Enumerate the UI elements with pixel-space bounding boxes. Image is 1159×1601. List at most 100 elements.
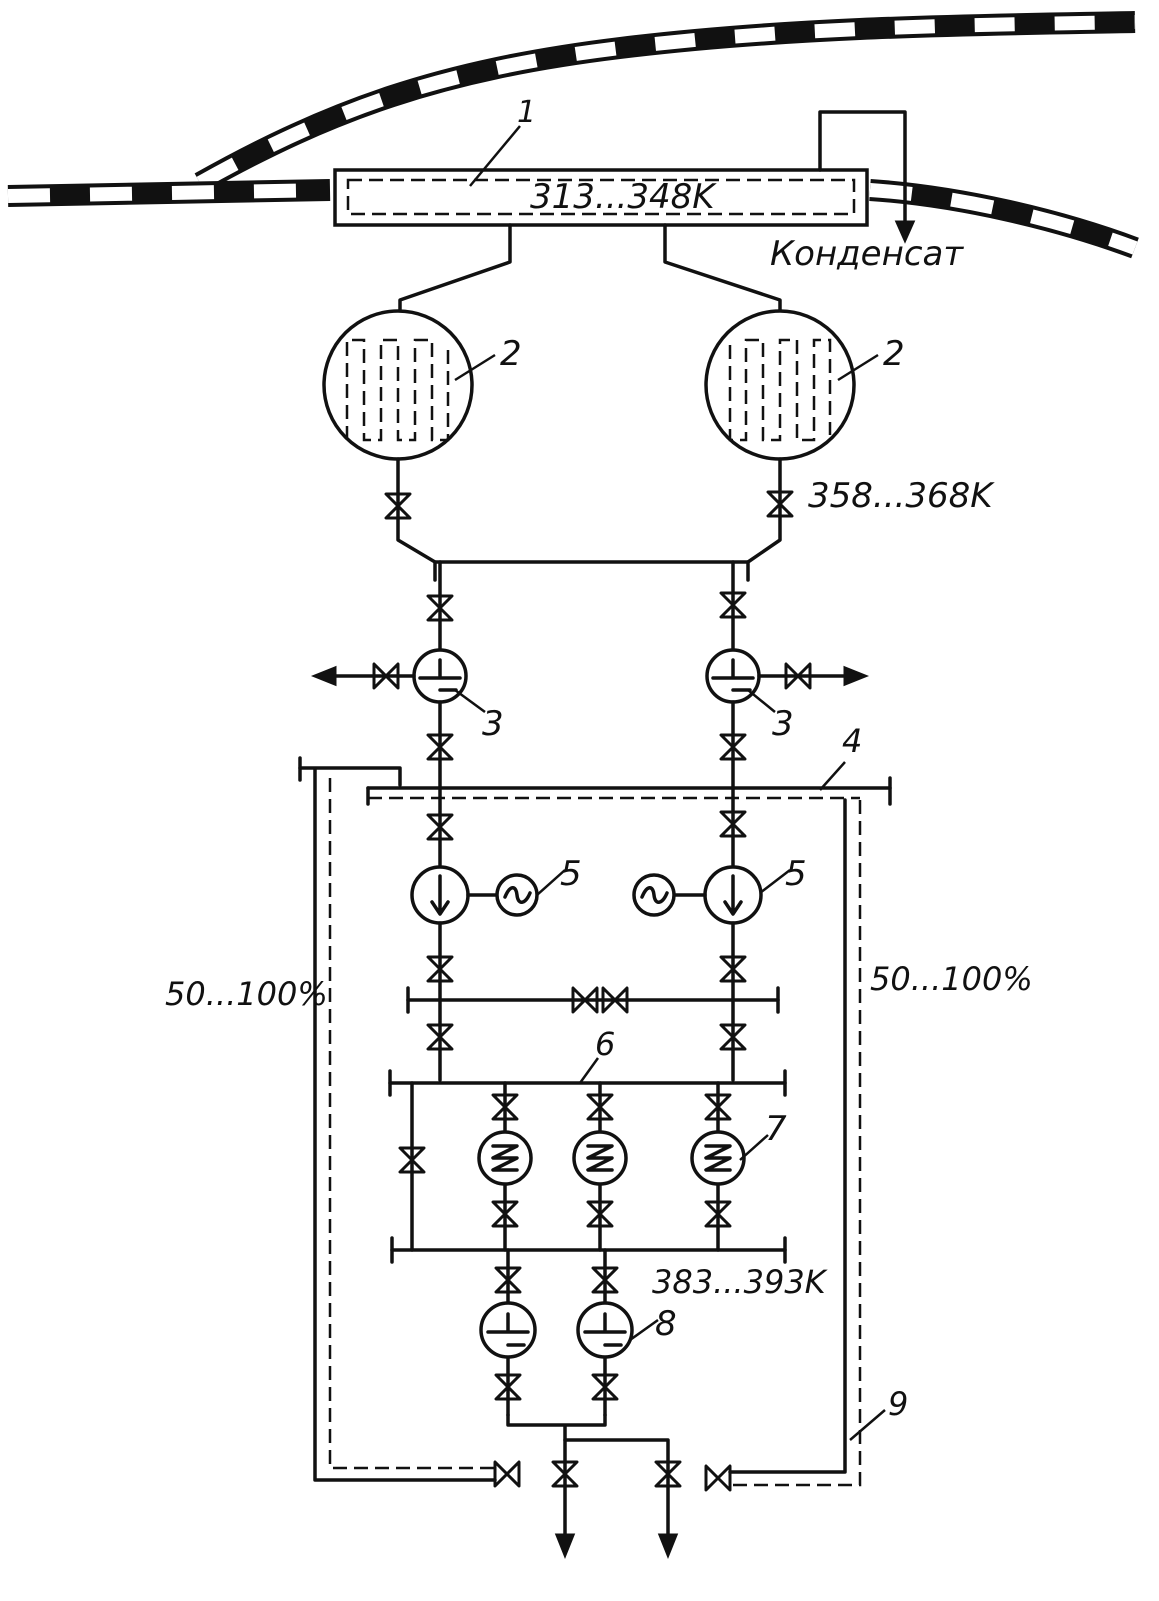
return-left-outer bbox=[298, 766, 497, 1482]
valve-left-side-branch bbox=[372, 662, 400, 690]
arrow-outlet-right bbox=[657, 1533, 679, 1560]
exchanger-7-c bbox=[690, 1081, 746, 1252]
label-4: 4 bbox=[842, 722, 862, 760]
leader-5-right bbox=[759, 869, 791, 894]
valve-right-2 bbox=[719, 733, 747, 761]
label-6: 6 bbox=[595, 1025, 615, 1063]
arrow-right-side-branch bbox=[843, 665, 870, 687]
valve-left-4 bbox=[426, 955, 454, 983]
leader-3-left bbox=[454, 688, 486, 714]
separator-right-mark bbox=[711, 658, 755, 692]
header-4 bbox=[366, 776, 892, 806]
valve-right-3 bbox=[719, 810, 747, 838]
pipe-outlet-collector bbox=[506, 1413, 607, 1542]
exchanger-a-coil bbox=[491, 1144, 519, 1172]
label-9: 9 bbox=[888, 1385, 908, 1423]
exchanger-7-a bbox=[477, 1081, 533, 1252]
pipe-left-heater-out bbox=[396, 457, 437, 582]
heater-2-left bbox=[322, 309, 474, 461]
exchanger-a-valve-bottom bbox=[491, 1200, 519, 1228]
separator-3-left bbox=[412, 648, 468, 704]
heater-2-right bbox=[704, 309, 856, 461]
leader-5-left bbox=[536, 869, 566, 896]
label-1: 1 bbox=[517, 95, 536, 130]
label-5-right: 5 bbox=[785, 854, 807, 894]
exchanger-b-valve-top bbox=[586, 1093, 614, 1121]
valve-pump8-left-bottom bbox=[494, 1373, 522, 1401]
pump8-left-mark bbox=[486, 1312, 530, 1347]
heater-right-coil bbox=[728, 338, 832, 442]
exchanger-a-valve-top bbox=[491, 1093, 519, 1121]
right-percent-label: 50...100% bbox=[870, 960, 1033, 998]
label-3-right: 3 bbox=[772, 704, 794, 744]
leader-2-right bbox=[837, 353, 879, 382]
pipe-right-heater-out bbox=[746, 457, 782, 582]
leader-9 bbox=[849, 1409, 886, 1441]
pipe-outlet-right bbox=[563, 1438, 670, 1542]
motor-left-wave bbox=[503, 886, 532, 904]
left-percent-label: 50...100% bbox=[165, 975, 328, 1013]
label-2-right: 2 bbox=[883, 334, 905, 374]
arrow-outlet-left bbox=[554, 1533, 576, 1560]
leader-1 bbox=[469, 125, 521, 187]
label-8: 8 bbox=[655, 1304, 677, 1344]
collector-temp-label: 313...348K bbox=[530, 177, 717, 217]
pump-5-right bbox=[632, 865, 763, 925]
collector-1 bbox=[333, 168, 869, 227]
valve-bypass-b bbox=[601, 986, 629, 1014]
pump8-right-mark bbox=[583, 1312, 627, 1347]
collector-inner-dashed bbox=[346, 178, 856, 216]
valve-pump8-left-top bbox=[494, 1266, 522, 1294]
arrow-left-side-branch bbox=[310, 665, 337, 687]
leader-3-right bbox=[747, 689, 776, 713]
pump-5-left bbox=[410, 865, 539, 925]
valve-right-1 bbox=[719, 591, 747, 619]
return-left-inner bbox=[328, 778, 495, 1470]
condensate-arrow bbox=[894, 220, 916, 244]
label-7: 7 bbox=[765, 1109, 787, 1149]
valve-right-side-branch bbox=[784, 662, 812, 690]
return-line-9 bbox=[298, 756, 862, 1487]
pump-right-arrow bbox=[723, 874, 743, 916]
valve-pump8-right-bottom bbox=[591, 1373, 619, 1401]
return-right-inner bbox=[730, 800, 862, 1487]
exchanger-c-coil bbox=[704, 1144, 732, 1172]
exchanger-b-valve-bottom bbox=[586, 1200, 614, 1228]
label-2-left: 2 bbox=[500, 334, 522, 374]
valve-left-3 bbox=[426, 813, 454, 841]
valve-pump8-right-top bbox=[591, 1266, 619, 1294]
valve-left-5 bbox=[426, 1023, 454, 1051]
heater-out-temp-label: 358...368K bbox=[808, 476, 995, 516]
valve-return-right bbox=[704, 1464, 732, 1492]
leader-4 bbox=[819, 761, 846, 791]
exchanger-7-b bbox=[572, 1081, 628, 1252]
valve-heater-bypass bbox=[398, 1146, 426, 1174]
valve-outlet-left bbox=[551, 1460, 579, 1488]
leader-8 bbox=[629, 1318, 659, 1342]
exchanger-c-valve-bottom bbox=[704, 1200, 732, 1228]
motor-right-wave bbox=[640, 886, 669, 904]
valve-return-left bbox=[493, 1460, 521, 1488]
valve-left-heater-out bbox=[384, 492, 412, 520]
leader-2-left bbox=[454, 353, 496, 382]
return-temp-label: 383...393K bbox=[652, 1263, 829, 1301]
valve-right-heater-out bbox=[766, 490, 794, 518]
exchanger-b-coil bbox=[586, 1144, 614, 1172]
leader-7 bbox=[739, 1134, 769, 1161]
condensate-pipe bbox=[818, 110, 907, 232]
valve-right-4 bbox=[719, 955, 747, 983]
exchanger-c-valve-top bbox=[704, 1093, 732, 1121]
leader-6 bbox=[578, 1057, 600, 1084]
separator-left-mark bbox=[418, 658, 462, 692]
heater-left-coil bbox=[345, 338, 450, 442]
label-5-left: 5 bbox=[560, 854, 582, 894]
label-3-left: 3 bbox=[482, 704, 504, 744]
pipe-collector-to-left-heater bbox=[398, 223, 512, 314]
valve-bypass-a bbox=[571, 986, 599, 1014]
pump-left-arrow bbox=[430, 874, 450, 916]
return-right-outer bbox=[728, 798, 847, 1474]
valve-left-1 bbox=[426, 594, 454, 622]
pipe-collector-to-right-heater bbox=[663, 223, 782, 314]
valve-outlet-right bbox=[654, 1460, 682, 1488]
